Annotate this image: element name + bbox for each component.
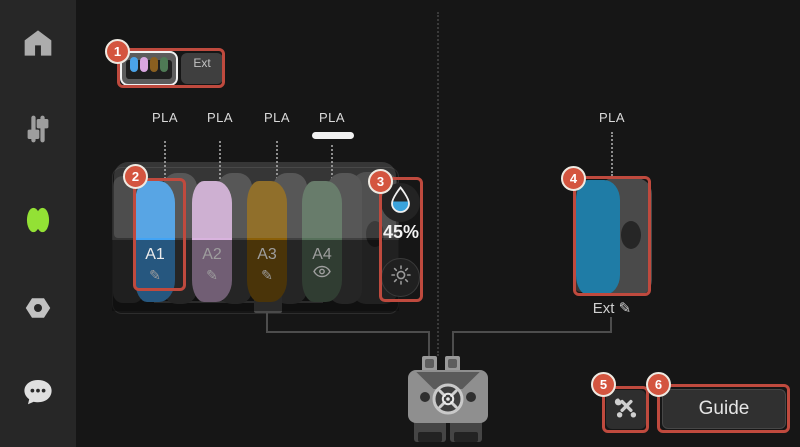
material-label-a3: PLA	[263, 110, 291, 125]
nut-icon	[23, 293, 53, 328]
sliders-icon	[22, 113, 54, 150]
toolhead-screw	[420, 392, 430, 402]
home-icon	[22, 27, 54, 64]
label-connector-line	[276, 141, 278, 179]
edit-slot-a2-icon[interactable]: ✎	[206, 267, 218, 283]
ext-spool-hole	[621, 221, 641, 249]
sidebar-item-adjustments[interactable]	[21, 114, 55, 148]
ams-lid	[114, 162, 396, 238]
filament-path-line	[437, 12, 439, 356]
annotation-badge-3: 3	[368, 169, 393, 194]
label-connector-line	[611, 132, 613, 176]
ext-spool-id: Ext	[592, 300, 615, 317]
slot-id-a1: A1	[145, 246, 165, 263]
toolhead-foot	[414, 420, 446, 442]
tube-to-toolhead	[266, 331, 429, 333]
sidebar	[0, 0, 76, 447]
material-label-a1: PLA	[151, 110, 179, 125]
chat-icon	[22, 376, 54, 413]
tools-icon	[614, 395, 639, 425]
label-connector-line	[331, 145, 333, 179]
annotation-badge-5: 5	[591, 372, 616, 397]
toolhead	[408, 370, 488, 423]
humidity-value: 45%	[382, 222, 420, 242]
label-connector-line	[219, 141, 221, 179]
drying-status	[381, 258, 420, 297]
ext-spool[interactable]	[576, 180, 620, 295]
sidebar-item-filament[interactable]	[21, 205, 55, 239]
sidebar-item-messages[interactable]	[21, 377, 55, 411]
annotation-rect-2	[133, 178, 186, 291]
annotation-rect-4	[573, 176, 651, 296]
edit-ext-icon[interactable]: ✎	[618, 300, 632, 317]
toolhead-shroud	[416, 372, 480, 389]
ams-front-panel	[112, 240, 399, 311]
ext-spool-caption[interactable]: Ext ✎	[578, 299, 646, 317]
material-label-ext: PLA	[598, 110, 626, 125]
toolhead-right-connector	[445, 356, 460, 372]
maintenance-tools-button[interactable]	[606, 390, 646, 429]
annotation-badge-4: 4	[561, 166, 586, 191]
slot-id-a4: A4	[312, 246, 332, 263]
label-connector-line	[164, 141, 166, 179]
ams-mini-preview	[126, 57, 172, 79]
slot-id-a3: A3	[257, 246, 277, 263]
toolhead-left-connector	[422, 356, 437, 372]
mini-slot-color-1	[130, 57, 138, 72]
toolhead-foot	[450, 420, 482, 442]
annotation-badge-1: 1	[105, 39, 130, 64]
sidebar-item-machine-settings[interactable]	[21, 293, 55, 327]
mini-slot-color-2	[140, 57, 148, 72]
droplet-icon	[389, 186, 412, 219]
annotation-rect-3	[379, 177, 423, 302]
tube	[428, 331, 430, 357]
sun-icon	[389, 263, 413, 292]
view-slot-a4-icon[interactable]	[294, 265, 350, 281]
slot-id-a2: A2	[202, 246, 222, 263]
selected-slot-underline	[312, 132, 354, 139]
tube	[452, 331, 454, 357]
toolhead-screw	[466, 392, 476, 402]
annotation-badge-6: 6	[646, 372, 671, 397]
annotation-badge-2: 2	[123, 164, 148, 189]
edit-slot-a3-icon[interactable]: ✎	[261, 267, 273, 283]
material-label-a2: PLA	[206, 110, 234, 125]
material-label-a4: PLA	[318, 110, 346, 125]
toolhead-fan-icon	[431, 382, 465, 421]
mini-slot-color-3	[150, 57, 158, 72]
tube	[266, 313, 268, 332]
edit-slot-a1-icon[interactable]: ✎	[149, 267, 161, 283]
annotation-rect-1	[117, 48, 225, 88]
guide-button[interactable]: Guide	[662, 389, 786, 429]
tab-external-spool[interactable]: Ext	[181, 53, 223, 84]
annotation-rect-6	[657, 384, 790, 433]
sidebar-item-home[interactable]	[21, 28, 55, 62]
filament-spool-icon	[21, 203, 55, 242]
ext-tube-to-toolhead	[452, 331, 612, 333]
annotation-rect-5	[602, 386, 649, 433]
tube	[610, 317, 612, 332]
mini-slot-color-4	[160, 57, 168, 72]
